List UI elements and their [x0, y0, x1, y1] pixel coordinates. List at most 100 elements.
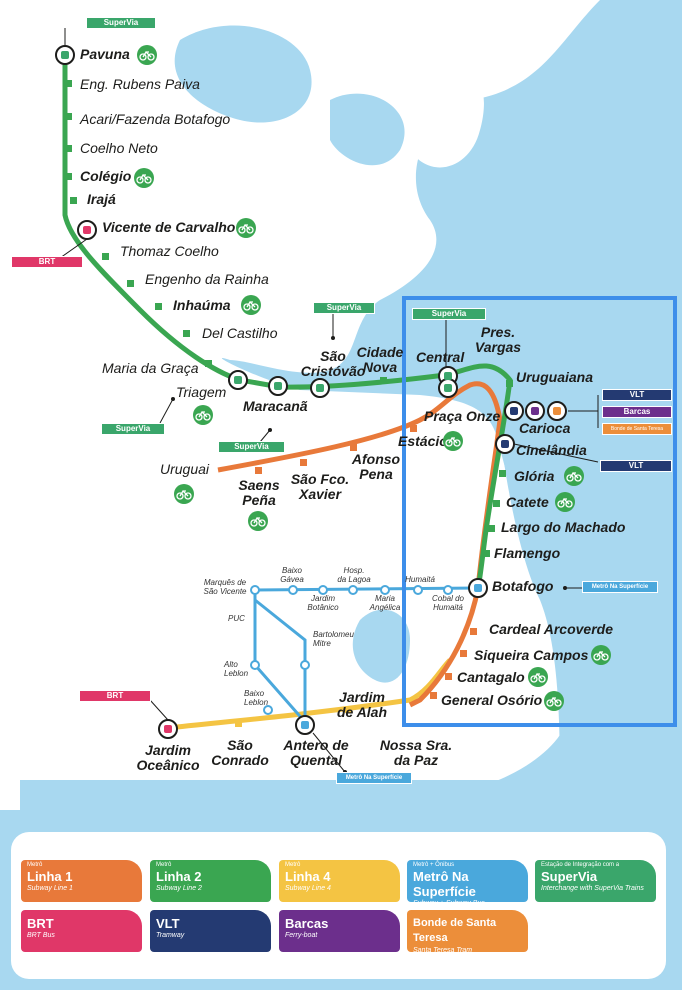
station-uruguaiana[interactable]: Uruguaiana: [516, 369, 594, 385]
supervia-tag-central: SuperVia: [412, 308, 486, 320]
legend-sub: BRT Bus: [27, 932, 55, 939]
legend-brt[interactable]: BRT BRT Bus: [21, 910, 142, 952]
stop-baixo-leblon[interactable]: Baixo Leblon: [244, 689, 269, 707]
station-uruguai[interactable]: Uruguai: [160, 461, 210, 477]
pointer-lines: [59, 28, 599, 773]
legend-linha-4[interactable]: Metrô Linha 4 Subway Line 4: [279, 860, 400, 902]
supervia-tag-maracana: SuperVia: [218, 441, 285, 453]
line2-track: [62, 55, 513, 589]
station-vicente[interactable]: Vicente de Carvalho: [102, 219, 236, 235]
station-iraja[interactable]: Irajá: [87, 191, 116, 207]
bicycle-icon: [555, 492, 575, 512]
legend-sub: Santa Teresa Tram: [413, 947, 473, 954]
legend-name: Bonde de Santa Teresa: [413, 917, 497, 944]
station-jardim-alah[interactable]: Jardim de Alah: [336, 689, 388, 720]
stop-alto-leblon[interactable]: Alto Leblon: [224, 660, 249, 678]
bay-island-2: [330, 93, 405, 166]
legend-name: Linha 2: [156, 869, 202, 884]
bicycle-icon: [248, 511, 268, 531]
stop-maria-angelica[interactable]: Maria Angélica: [369, 594, 401, 612]
bicycle-icon: [241, 295, 261, 315]
station-pres-vargas[interactable]: Pres. Vargas: [474, 324, 522, 355]
station-largo-machado[interactable]: Largo do Machado: [501, 519, 626, 535]
bus-stops: [250, 585, 453, 715]
station-engenho[interactable]: Engenho da Rainha: [145, 271, 269, 287]
station-saens-pena[interactable]: Saens Peña: [238, 477, 280, 508]
station-central[interactable]: Central: [416, 349, 465, 365]
line1-track: [217, 381, 503, 708]
station-gloria[interactable]: Glória: [514, 468, 555, 484]
station-colegio[interactable]: Colégio: [80, 168, 132, 184]
station-afonso-pena[interactable]: Afonso Pena: [351, 451, 401, 482]
station-coelho-neto[interactable]: Coelho Neto: [80, 140, 158, 156]
legend-supervia[interactable]: Estação de Integração com a SuperVia Int…: [535, 860, 656, 902]
stop-bartolomeu[interactable]: Bartolomeu Mitre: [313, 630, 354, 648]
legend-sub: Interchange with SuperVia Trains: [541, 885, 644, 892]
bicycle-icon: [443, 431, 463, 451]
legend-sub: Subway Line 1: [27, 885, 73, 892]
legend-vlt[interactable]: VLT Tramway: [150, 910, 271, 952]
legend-sub: Subway Line 4: [285, 885, 331, 892]
station-siqueira[interactable]: Siqueira Campos: [474, 647, 589, 663]
station-estacio[interactable]: Estácio: [398, 433, 448, 449]
legend-panel: Metrô Linha 1 Subway Line 1 Metrô Linha …: [11, 832, 666, 979]
brt-tag-vicente: BRT: [11, 256, 83, 268]
downtown-highlight: [402, 296, 677, 727]
stop-cobal[interactable]: Cobal do Humaitá: [431, 594, 465, 612]
station-pavuna[interactable]: Pavuna: [80, 46, 130, 62]
legend-name: SuperVia: [541, 869, 598, 884]
ilha-fundao: [174, 25, 312, 123]
vlt-tag-cinelandia: VLT: [600, 460, 672, 472]
station-antero[interactable]: Antero de Quental: [283, 737, 349, 768]
station-sao-conrado[interactable]: São Conrado: [211, 737, 269, 768]
station-botafogo[interactable]: Botafogo: [492, 578, 554, 594]
line2-ticks: [65, 80, 513, 557]
station-cinelandia[interactable]: Cinelândia: [516, 442, 587, 458]
legend-pre: Metrô: [27, 862, 43, 868]
stop-puc[interactable]: PUC: [228, 614, 245, 623]
legend-linha-2[interactable]: Metrô Linha 2 Subway Line 2: [150, 860, 271, 902]
station-jardim-oceanico[interactable]: Jardim Oceânico: [136, 742, 200, 773]
legend-name: Linha 4: [285, 869, 331, 884]
station-catete[interactable]: Catete: [506, 494, 549, 510]
station-flamengo[interactable]: Flamengo: [494, 545, 561, 561]
legend-sub: Ferry-boat: [285, 932, 318, 939]
stop-baixo-gavea[interactable]: Baixo Gávea: [280, 566, 304, 584]
station-acari[interactable]: Acari/Fazenda Botafogo: [80, 111, 231, 127]
station-sao-cristovao[interactable]: São Cristóvão: [300, 348, 366, 379]
stop-hosp-lagoa[interactable]: Hosp. da Lagoa: [337, 566, 371, 584]
legend-bonde[interactable]: Bonde de Santa Teresa Santa Teresa Tram: [407, 910, 528, 954]
station-sao-fco-xavier[interactable]: São Fco. Xavier: [290, 471, 350, 502]
station-nossa-sra[interactable]: Nossa Sra. da Paz: [379, 737, 453, 768]
station-cantagalo[interactable]: Cantagalo: [457, 669, 525, 685]
station-inhauma[interactable]: Inhaúma: [173, 297, 231, 313]
bicycle-icon: [236, 218, 256, 238]
station-general-osorio[interactable]: General Osório: [441, 692, 543, 708]
supervia-tag-triagem: SuperVia: [101, 423, 165, 435]
station-rubens-paiva[interactable]: Eng. Rubens Paiva: [80, 76, 200, 92]
bicycle-icon: [137, 45, 157, 65]
station-maracana[interactable]: Maracanã: [243, 398, 308, 414]
station-carioca[interactable]: Carioca: [519, 420, 571, 436]
stop-jardim-botanico[interactable]: Jardim Botânico: [307, 594, 339, 612]
legend-linha-1[interactable]: Metrô Linha 1 Subway Line 1: [21, 860, 142, 902]
station-thomaz[interactable]: Thomaz Coelho: [120, 243, 219, 259]
stop-marques[interactable]: Marquês de São Vicente: [203, 578, 247, 596]
stop-humaita[interactable]: Humaitá: [405, 575, 435, 584]
legend-sub: Subway + Subway Bus: [413, 900, 485, 907]
legend-name: Metrô Na Superfície: [413, 869, 476, 899]
station-del-castilho[interactable]: Del Castilho: [202, 325, 278, 341]
legend-metro-superficie[interactable]: Metrô + Ônibus Metrô Na Superfície Subwa…: [407, 860, 528, 907]
legend-barcas[interactable]: Barcas Ferry-boat: [279, 910, 400, 952]
brt-symbol-jardim: [164, 725, 172, 733]
sea-south: [20, 780, 682, 815]
station-praca-onze[interactable]: Praça Onze: [424, 408, 501, 424]
brt-symbol: [83, 226, 91, 234]
station-maria-graca[interactable]: Maria da Graça: [102, 360, 199, 376]
legend-name: BRT: [27, 916, 54, 931]
station-triagem[interactable]: Triagem: [176, 384, 227, 400]
station-cardeal[interactable]: Cardeal Arcoverde: [489, 621, 613, 637]
bicycle-icon: [544, 691, 564, 711]
station-cidade-nova[interactable]: Cidade Nova: [356, 344, 404, 375]
